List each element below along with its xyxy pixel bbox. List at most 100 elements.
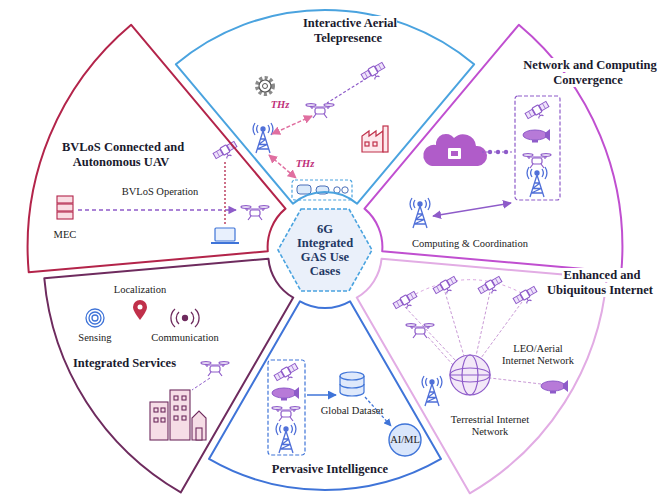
services-illustration: [86, 300, 229, 440]
cloud-icon: [423, 134, 487, 166]
link-line: [405, 307, 456, 361]
annotation-label: THz: [290, 158, 320, 170]
annotation-label: Computing & Coordination: [400, 238, 540, 250]
globe-icon: [450, 355, 490, 395]
satellite-icon: [393, 291, 420, 314]
aerial-group-box: [515, 96, 560, 200]
annotation-label: LEO/Aerial Internet Network: [496, 343, 580, 367]
tower-icon: [410, 198, 430, 228]
title-line: Network and Computing Convergence: [520, 58, 658, 88]
internet-illustration: [393, 276, 568, 406]
control-link: [224, 162, 225, 226]
annotation-label: Localization: [105, 284, 175, 296]
communication-icon: [171, 309, 199, 327]
link-line: [327, 78, 367, 103]
database-icon: [340, 372, 364, 396]
bvlos-illustration: [57, 141, 269, 243]
use-case-sector: Integrated Services: [41, 255, 297, 496]
title-line: BVLoS Connected and Autonomous UAV: [52, 140, 192, 170]
buildings-icon: [150, 390, 206, 440]
annotation-label: THz: [265, 99, 295, 111]
sector-title: Pervasive Intelligence: [270, 462, 390, 476]
sector-shape: [44, 259, 293, 493]
orbit-line: [405, 280, 525, 300]
annotation-label: MEC: [45, 229, 85, 241]
use-case-sector: Network and Computing Convergence: [361, 21, 661, 276]
sector-title: BVLoS Connected and Autonomous UAV: [60, 140, 184, 169]
gear-icon: [257, 78, 273, 94]
coordination-arrow: [433, 203, 511, 216]
factory-icon: [362, 126, 388, 152]
link-line: [445, 292, 464, 356]
satellite-icon: [478, 276, 505, 299]
use-case-sector: Interactive Aerial Telepresence: [172, 7, 478, 207]
mec-server-icon: [57, 196, 73, 219]
satellite-icon: [274, 363, 301, 386]
drone-icon: [406, 324, 434, 338]
tower-icon: [422, 376, 442, 406]
annotation-label: Communication: [145, 332, 225, 344]
tower-icon: [527, 167, 547, 197]
drone-icon: [272, 407, 300, 421]
satellite-icon: [213, 141, 240, 164]
link-dot: [504, 150, 508, 154]
sector-title-holder: Enhanced and Ubiquitous Internet: [542, 268, 660, 298]
data-source-box: [268, 360, 305, 455]
center-title: 6G Integrated GAS Use Cases: [288, 222, 362, 278]
annotation-label: BVLoS Operation: [115, 186, 205, 198]
sector-title: Integrated Services: [71, 356, 178, 370]
thz-link: [269, 155, 296, 178]
link-line: [476, 292, 490, 356]
sector-shape: [209, 301, 441, 490]
drone-icon: [306, 104, 334, 118]
title-line: Enhanced and Ubiquitous Internet: [542, 268, 660, 298]
airship-icon: [541, 380, 568, 394]
satellite-icon: [433, 276, 460, 299]
chip-icon: [448, 148, 461, 159]
sector-shape: [176, 10, 474, 204]
center-hexagon: 6G Integrated GAS Use Cases: [277, 208, 373, 292]
flow-arrow: [307, 394, 336, 396]
sector-title-holder: Pervasive Intelligence: [255, 462, 405, 477]
location-pin: [133, 300, 147, 320]
sector-title-holder: Network and Computing Convergence: [520, 58, 658, 88]
link-line: [428, 337, 453, 365]
center-text-holder: 6G Integrated GAS Use Cases: [288, 222, 362, 278]
link-dot: [496, 150, 500, 154]
sector-outline: [41, 255, 297, 496]
drone-icon: [201, 362, 229, 376]
bvlos-arrow: [78, 209, 236, 210]
network-illustration: [410, 96, 560, 228]
title-line: Integrated Services: [62, 356, 187, 371]
location-pin-dot: [138, 305, 143, 310]
drone-icon: [241, 206, 269, 220]
sensing-icon: [86, 309, 104, 327]
satellite-icon: [525, 101, 552, 124]
satellite-icon: [361, 62, 388, 85]
tower-icon: [253, 123, 273, 153]
sector-title-holder: Integrated Services: [62, 356, 187, 371]
annotation-label: Sensing: [70, 332, 120, 344]
annotation-label: AI/ML: [385, 434, 425, 446]
sector-title-holder: Interactive Aerial Telepresence: [290, 16, 408, 46]
sector-title-holder: BVLoS Connected and Autonomous UAV: [52, 140, 192, 170]
laptop-icon: [211, 228, 239, 243]
annotation-label: Terrestrial Internet Network: [448, 414, 532, 438]
link-dot: [488, 150, 492, 154]
satellite-icon: [513, 286, 540, 309]
use-case-sector: Enhanced and Ubiquitous Internet: [353, 255, 663, 497]
drone-icon: [523, 154, 551, 168]
tower-icon: [276, 423, 296, 453]
thz-link: [272, 116, 312, 134]
sector-title: Enhanced and Ubiquitous Internet: [547, 268, 655, 297]
title-line: Interactive Aerial Telepresence: [290, 16, 408, 46]
link-line: [490, 378, 541, 384]
airship-icon: [523, 129, 550, 143]
sector-title: Network and Computing Convergence: [521, 58, 656, 87]
title-line: Pervasive Intelligence: [255, 462, 405, 477]
annotation-label: Global Dataset: [312, 405, 392, 417]
airship-icon: [272, 387, 299, 401]
sector-shape: [28, 25, 286, 272]
link-line: [192, 378, 210, 390]
